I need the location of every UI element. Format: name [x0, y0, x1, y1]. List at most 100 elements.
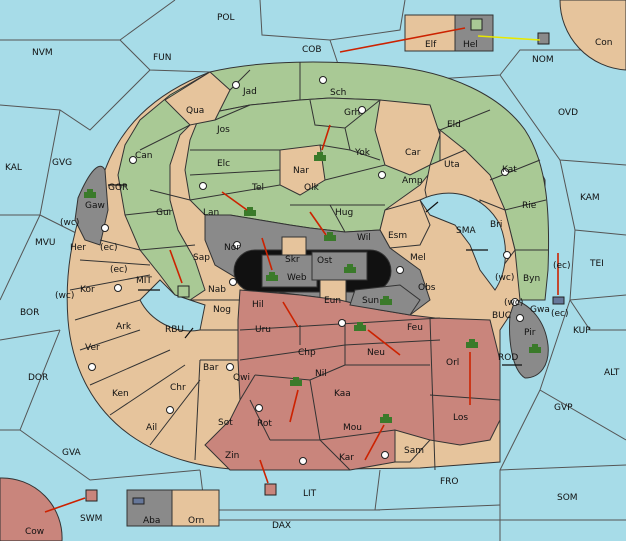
label-sam: Sam — [404, 446, 424, 456]
passage-arrows — [108, 184, 522, 366]
label-los: Los — [453, 413, 468, 423]
label-tel: Tel — [251, 183, 264, 193]
army-unit[interactable] — [177, 285, 190, 298]
supply-center — [378, 171, 386, 179]
province-sam — [394, 429, 431, 463]
label-mou: Mou — [343, 423, 362, 433]
fleet-unit[interactable] — [537, 32, 550, 45]
label-nab: Nab — [208, 285, 226, 295]
sea-border — [19, 429, 201, 481]
label-kat: Kat — [502, 165, 517, 175]
supply-center — [226, 363, 234, 371]
supply-center — [101, 224, 109, 232]
label-grh: Grh — [344, 108, 360, 118]
label-mit: MIT — [136, 276, 152, 286]
label-chr: Chr — [170, 383, 186, 393]
label-ail: Ail — [146, 423, 157, 433]
label-uru: Uru — [255, 325, 271, 335]
label-jos: Jos — [216, 125, 230, 135]
order-arrows — [44, 27, 559, 513]
supply-center — [503, 251, 511, 259]
army-unit[interactable] — [244, 207, 256, 216]
label-qua: Qua — [186, 106, 204, 116]
supply-center — [232, 81, 240, 89]
label-zin: Zin — [225, 451, 239, 461]
label-elf: Elf — [425, 40, 437, 50]
province-olk — [279, 144, 326, 196]
label-esm: Esm — [388, 231, 407, 241]
supply-centers — [88, 76, 524, 465]
supply-center — [129, 156, 137, 164]
fleet-unit[interactable] — [552, 296, 565, 305]
supply-center — [319, 76, 327, 84]
label-kal: KAL — [5, 163, 22, 173]
label-nvm: NVM — [32, 48, 53, 58]
label-aba: Aba — [143, 516, 160, 526]
move-arrow — [44, 497, 86, 513]
supply-center — [516, 314, 524, 322]
label-buc: BUC — [492, 311, 511, 321]
label-kar: Kar — [339, 453, 354, 463]
sea-border — [419, 49, 626, 81]
army-unit[interactable] — [466, 339, 478, 348]
label-skr: Skr — [285, 255, 300, 265]
supply-center — [358, 106, 366, 114]
label-dax: DAX — [272, 521, 291, 531]
army-unit[interactable] — [266, 272, 278, 281]
label-ken: Ken — [112, 389, 129, 399]
label-hil: Hil — [252, 300, 264, 310]
supply-center — [511, 298, 519, 306]
army-unit[interactable] — [380, 414, 392, 423]
support-arrow — [477, 35, 541, 41]
label-amp: Amp — [402, 176, 423, 186]
label-alt: ALT — [604, 368, 620, 378]
province-ost — [311, 251, 368, 281]
label-gur: Gur — [156, 208, 173, 218]
label-kam: KAM — [580, 193, 600, 203]
label-ec-gwa: (ec) — [551, 309, 569, 319]
move-arrow — [282, 301, 299, 328]
label-wc-kor: (wc) — [55, 291, 74, 301]
move-arrow — [321, 124, 331, 151]
province-cow — [0, 477, 63, 541]
army-unit[interactable] — [264, 483, 277, 496]
fleet-unit[interactable] — [132, 497, 145, 505]
label-wc-her: (wc) — [60, 218, 79, 228]
army-unit[interactable] — [324, 232, 336, 241]
supply-center — [114, 284, 122, 292]
supply-center — [255, 404, 263, 412]
army-unit[interactable] — [290, 377, 302, 386]
army-unit[interactable] — [354, 322, 366, 331]
label-hel: Hel — [463, 40, 478, 50]
label-gaw: Gaw — [85, 201, 105, 211]
supply-center — [396, 266, 404, 274]
label-fun: FUN — [153, 53, 172, 63]
army-unit[interactable] — [314, 152, 326, 161]
army-unit[interactable] — [380, 296, 392, 305]
sea-border — [39, 214, 81, 236]
army-unit[interactable] — [344, 264, 356, 273]
label-olk: Olk — [304, 183, 320, 193]
label-tei: TEI — [589, 259, 604, 269]
army-unit[interactable] — [85, 489, 98, 502]
sea-sma — [419, 192, 506, 291]
label-neu: Neu — [367, 348, 385, 358]
label-cow: Cow — [25, 527, 44, 537]
label-cob: COB — [302, 45, 322, 55]
label-bor: BOR — [20, 308, 39, 318]
army-unit[interactable] — [470, 18, 483, 31]
move-arrow — [221, 191, 248, 211]
move-arrow — [259, 459, 269, 484]
army-unit[interactable] — [529, 344, 541, 353]
label-ost: Ost — [317, 256, 333, 266]
army-unit[interactable] — [84, 189, 96, 198]
label-rot: Rot — [257, 419, 272, 429]
label-ec-byn: (ec) — [553, 261, 571, 271]
supply-center — [338, 319, 346, 327]
sea-border — [0, 329, 61, 341]
label-con: Con — [595, 38, 613, 48]
passage-arrow — [184, 327, 194, 339]
move-arrow — [309, 211, 327, 236]
label-hug: Hug — [335, 208, 353, 218]
label-ovd: OVD — [558, 108, 578, 118]
